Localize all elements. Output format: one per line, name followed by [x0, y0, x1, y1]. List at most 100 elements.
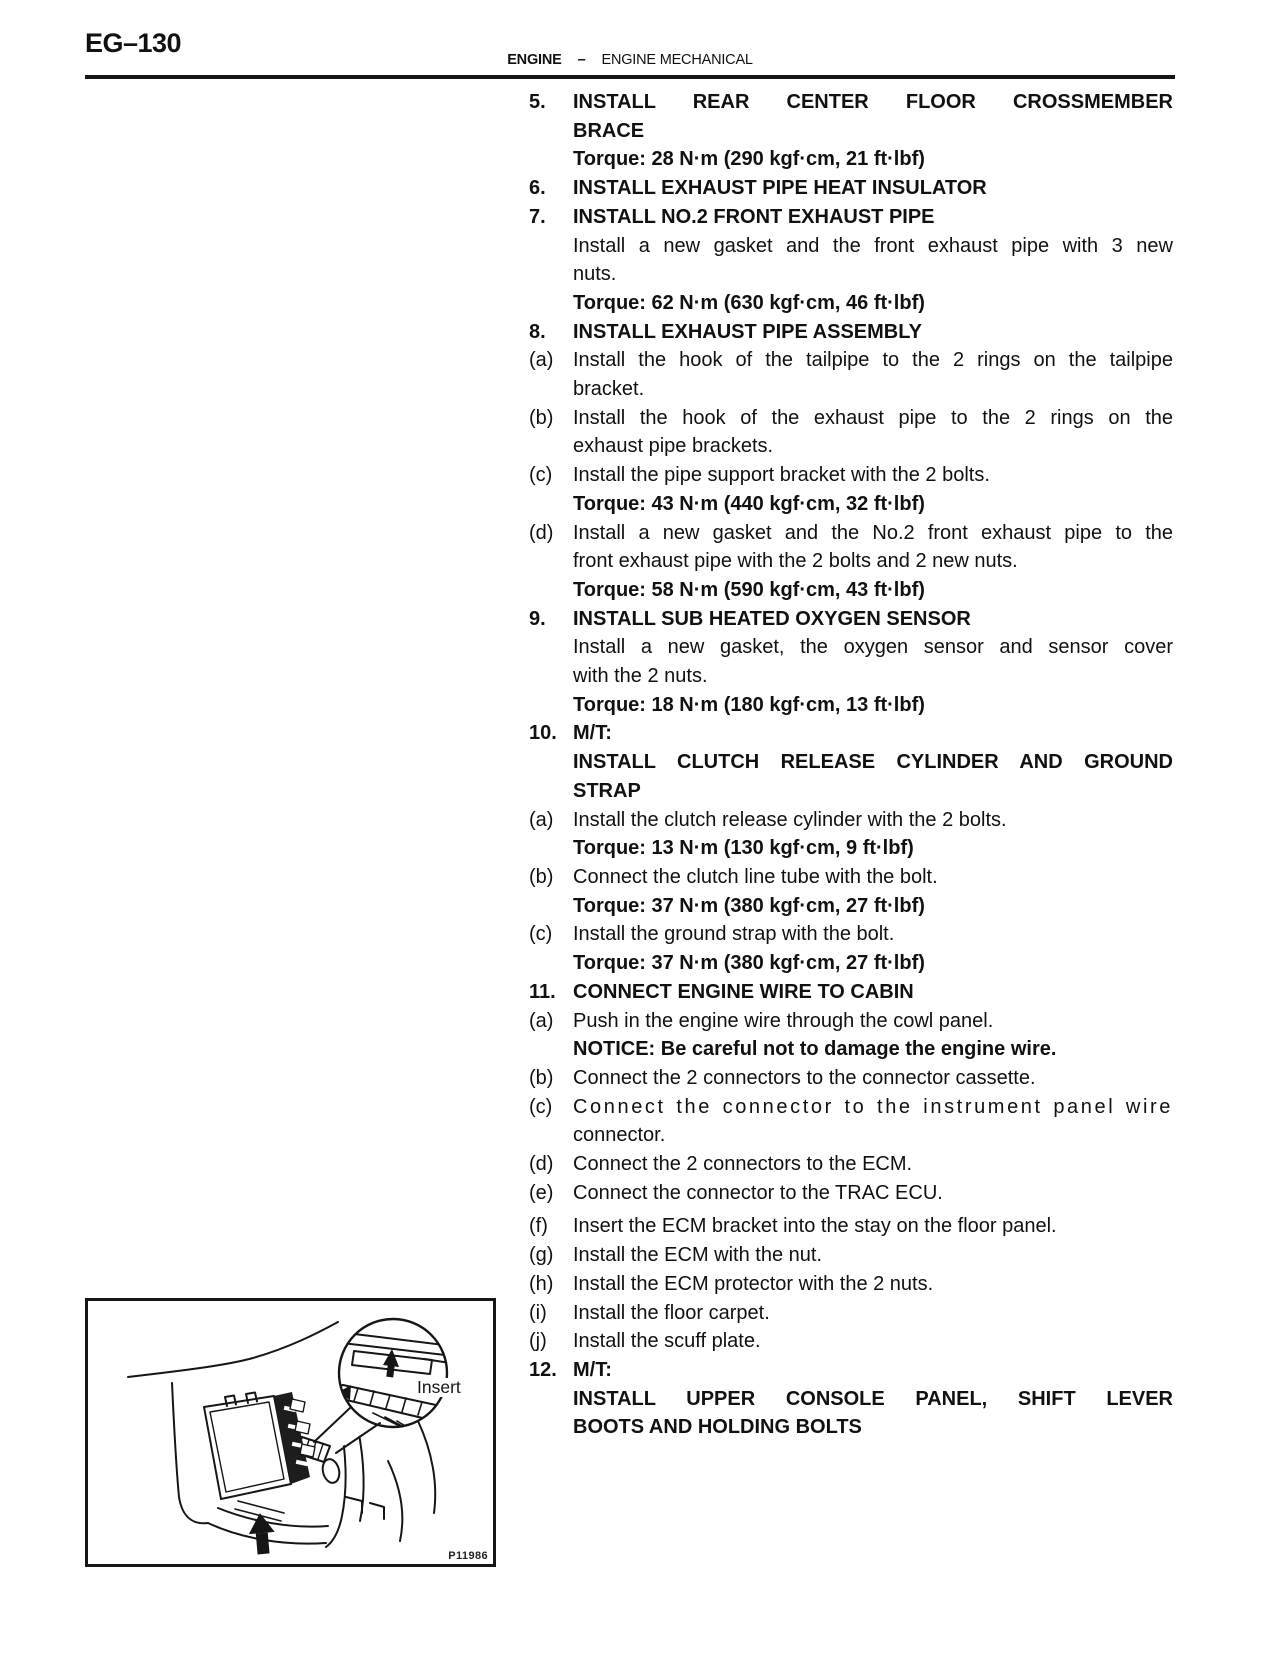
- line-text: Connect the 2 connectors to the ECM.: [573, 1153, 913, 1176]
- procedure-line-continuation: NOTICE: Be careful not to damage the eng…: [529, 1035, 1173, 1064]
- procedure-line: (j)Install the scuff plate.: [529, 1327, 1173, 1356]
- item-marker: (b): [529, 406, 554, 429]
- item-marker: (d): [529, 1153, 554, 1176]
- item-marker: [529, 834, 573, 863]
- line-text: STRAP: [573, 779, 641, 802]
- line-text: Install a new gasket and the front exhau…: [573, 234, 1173, 257]
- procedure-line-continuation: BOOTS AND HOLDING BOLTS: [529, 1413, 1173, 1442]
- item-marker: [529, 1385, 573, 1414]
- figure-ecm-install: Insert P11986: [85, 1298, 496, 1567]
- item-marker: [529, 375, 573, 404]
- item-marker: [529, 289, 573, 318]
- item-marker: [529, 117, 573, 146]
- line-text: CONNECT ENGINE WIRE TO CABIN: [573, 980, 914, 1003]
- line-text: Torque: 37 N·m (380 kgf·cm, 27 ft·lbf): [573, 894, 925, 917]
- figure-part-code: P11986: [448, 1550, 488, 1562]
- line-text: Install a new gasket and the No.2 front …: [573, 521, 1173, 544]
- item-marker: [529, 691, 573, 720]
- item-marker: 7.: [529, 205, 546, 228]
- line-text: connector.: [573, 1124, 666, 1147]
- line-text: front exhaust pipe with the 2 bolts and …: [573, 550, 1018, 573]
- item-marker: (a): [529, 1009, 554, 1032]
- line-text: Install the hook of the tailpipe to the …: [573, 349, 1173, 372]
- procedure-line: 10.M/T:: [529, 719, 1173, 748]
- line-text: Connect the clutch line tube with the bo…: [573, 865, 938, 888]
- item-marker: (j): [529, 1330, 547, 1353]
- item-marker: [529, 432, 573, 461]
- procedure-line-continuation: Torque: 28 N·m (290 kgf·cm, 21 ft·lbf): [529, 145, 1173, 174]
- procedure-line: 9. INSTALL SUB HEATED OXYGEN SENSOR: [529, 605, 1173, 634]
- item-marker: [529, 777, 573, 806]
- procedure-line: (c)Install the pipe support bracket with…: [529, 461, 1173, 490]
- line-text: Torque: 37 N·m (380 kgf·cm, 27 ft·lbf): [573, 952, 925, 975]
- line-text: Install the ground strap with the bolt.: [573, 923, 895, 946]
- procedure-line: 11. CONNECT ENGINE WIRE TO CABIN: [529, 978, 1173, 1007]
- line-text: Torque: 13 N·m (130 kgf·cm, 9 ft·lbf): [573, 837, 914, 860]
- line-text: Torque: 28 N·m (290 kgf·cm, 21 ft·lbf): [573, 148, 925, 171]
- item-marker: [529, 547, 573, 576]
- procedure-line: (g)Install the ECM with the nut.: [529, 1241, 1173, 1270]
- procedure-line-continuation: Torque: 18 N·m (180 kgf·cm, 13 ft·lbf): [529, 691, 1173, 720]
- item-marker: [529, 260, 573, 289]
- item-marker: (i): [529, 1301, 547, 1324]
- item-marker: [529, 145, 573, 174]
- line-text: nuts.: [573, 263, 617, 286]
- item-marker: (h): [529, 1272, 554, 1295]
- line-text: Install the floor carpet.: [573, 1301, 770, 1324]
- procedure-line: 5.INSTALL REAR CENTER FLOOR CROSSMEMBER: [529, 88, 1173, 117]
- section-name: ENGINE: [507, 52, 562, 68]
- procedure-line: 12. M/T:: [529, 1356, 1173, 1385]
- item-marker: [529, 1035, 573, 1064]
- item-marker: (f): [529, 1215, 548, 1238]
- procedure-line: (a)Install the clutch release cylinder w…: [529, 806, 1173, 835]
- line-text: M/T:: [573, 1358, 612, 1381]
- procedure-line: (c)Connect the connector to the instrume…: [529, 1093, 1173, 1122]
- insert-direction-arrow: [248, 1513, 275, 1555]
- line-text: Install the ECM with the nut.: [573, 1244, 823, 1267]
- item-marker: 11.: [529, 980, 556, 1003]
- procedure-line-continuation: Install a new gasket, the oxygen sensor …: [529, 633, 1173, 662]
- line-text: exhaust pipe brackets.: [573, 435, 774, 458]
- line-text: Torque: 62 N·m (630 kgf·cm, 46 ft·lbf): [573, 291, 925, 314]
- line-text: Insert the ECM bracket into the stay on …: [573, 1215, 1057, 1238]
- procedure-line-continuation: exhaust pipe brackets.: [529, 432, 1173, 461]
- line-text: Torque: 58 N·m (590 kgf·cm, 43 ft·lbf): [573, 578, 925, 601]
- subsection-name: ENGINE MECHANICAL: [601, 52, 753, 68]
- line-text: Push in the engine wire through the cowl…: [573, 1009, 994, 1032]
- page-number: EG–130: [85, 28, 182, 58]
- line-text: BRACE: [573, 119, 645, 142]
- line-text: Connect the connector to the TRAC ECU.: [573, 1181, 943, 1204]
- line-text: bracket.: [573, 378, 645, 401]
- item-marker: (c): [529, 923, 553, 946]
- procedure-line: (a)Install the hook of the tailpipe to t…: [529, 346, 1173, 375]
- procedure-line-continuation: Torque: 37 N·m (380 kgf·cm, 27 ft·lbf): [529, 949, 1173, 978]
- item-marker: 5.: [529, 91, 546, 113]
- item-marker: 10.: [529, 722, 557, 745]
- line-text: Install a new gasket, the oxygen sensor …: [573, 636, 1173, 659]
- line-text: Install the hook of the exhaust pipe to …: [573, 406, 1173, 429]
- item-marker: [529, 748, 573, 777]
- item-marker: [529, 662, 573, 691]
- procedure-line-continuation: Torque: 58 N·m (590 kgf·cm, 43 ft·lbf): [529, 576, 1173, 605]
- item-marker: 12.: [529, 1358, 557, 1381]
- line-text: INSTALL CLUTCH RELEASE CYLINDER AND GROU…: [573, 751, 1173, 774]
- procedure-line-continuation: connector.: [529, 1121, 1173, 1150]
- procedure-line: (a) Push in the engine wire through the c…: [529, 1007, 1173, 1036]
- magnifier-circle: [337, 1317, 449, 1429]
- procedure-line: (e)Connect the connector to the TRAC ECU…: [529, 1179, 1173, 1208]
- line-text: Torque: 43 N·m (440 kgf·cm, 32 ft·lbf): [573, 492, 925, 515]
- procedure-line-continuation: BRACE: [529, 117, 1173, 146]
- procedure-line-continuation: Torque: 43 N·m (440 kgf·cm, 32 ft·lbf): [529, 490, 1173, 519]
- item-marker: [529, 1121, 573, 1150]
- item-marker: (c): [529, 1095, 553, 1118]
- item-marker: 9.: [529, 607, 546, 630]
- item-marker: [529, 490, 573, 519]
- procedure-line-continuation: bracket.: [529, 375, 1173, 404]
- floor-curve-2: [217, 1507, 329, 1528]
- line-text: INSTALL SUB HEATED OXYGEN SENSOR: [573, 607, 971, 630]
- stay-slot: [351, 1350, 433, 1375]
- item-marker: [529, 949, 573, 978]
- item-marker: (d): [529, 521, 554, 544]
- section-separator: –: [577, 52, 586, 68]
